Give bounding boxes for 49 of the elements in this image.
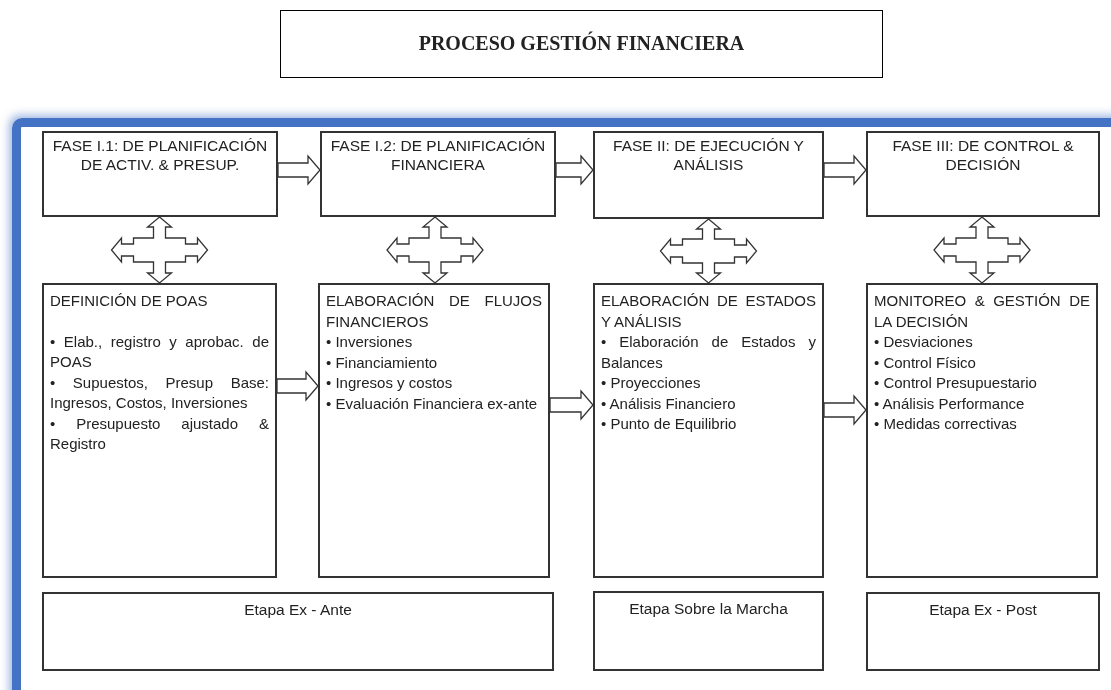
block-arrow <box>549 389 594 421</box>
four-way-arrow <box>933 216 1031 284</box>
stage-box <box>593 591 824 671</box>
bullet-item: • Financiamiento <box>326 352 439 373</box>
phase-box <box>320 131 556 217</box>
box-heading: MONITOREO & GESTIÓN DE LA DECISIÓN <box>874 291 1090 332</box>
process-box <box>593 283 824 578</box>
block-arrow <box>555 154 594 186</box>
block-arrow <box>823 154 867 186</box>
process-box <box>866 283 1098 578</box>
bullet-item: • Análisis Performance <box>874 393 1026 414</box>
bullet-item: • Elaboración de Estados y Balances <box>601 332 816 373</box>
four-way-arrow <box>659 218 758 284</box>
phase-heading: FASE I.2: DE PLANIFICACIÓN FINANCIERA <box>329 136 547 174</box>
stage-label: Etapa Sobre la Marcha <box>628 599 789 618</box>
bullet-item: • Presupuesto ajustado & Registro <box>50 413 269 454</box>
block-arrow <box>276 370 319 402</box>
block-arrow <box>277 154 321 186</box>
phase-heading: FASE II: DE EJECUCIÓN Y ANÁLISIS <box>612 136 805 174</box>
title: PROCESO GESTIÓN FINANCIERA <box>280 10 883 78</box>
block-arrow <box>823 394 867 426</box>
phase-box <box>593 131 824 219</box>
bullet-item: • Punto de Equilibrio <box>601 414 738 434</box>
bullet-item: • Evaluación Financiera ex-ante <box>326 393 539 414</box>
bullet-item: • Medidas correctivas <box>874 414 1018 434</box>
phase-box <box>42 131 278 217</box>
bullet-item: • Ingresos y costos <box>326 373 454 393</box>
box-heading: DEFINICIÓN DE POAS <box>50 291 209 311</box>
bullet-item: • Elab., registro y aprobac. de POAS <box>50 331 269 372</box>
stage-label: Etapa Ex - Post <box>928 600 1038 619</box>
stage-box <box>866 592 1100 671</box>
stage-label: Etapa Ex - Ante <box>243 600 353 619</box>
bullet-item: • Proyecciones <box>601 373 702 393</box>
bullet-item: • Control Presupuestario <box>874 373 1038 393</box>
stage-box <box>42 592 554 671</box>
phase-box <box>866 131 1100 217</box>
box-heading: ELABORACIÓN DE FLUJOS FINANCIEROS <box>326 291 542 332</box>
box-heading: ELABORACIÓN DE ESTADOS Y ANÁLISIS <box>601 291 816 332</box>
bullet-item: • Inversiones <box>326 332 414 352</box>
process-box <box>318 283 550 578</box>
process-box <box>42 283 277 578</box>
bullet-item: • Desviaciones <box>874 332 974 352</box>
four-way-arrow <box>386 216 484 284</box>
four-way-arrow <box>110 216 209 284</box>
phase-heading: FASE III: DE CONTROL & DECISIÓN <box>891 136 1075 174</box>
bullet-item: • Supuestos, Presup Base: Ingresos, Costos, Inversiones <box>50 372 269 413</box>
bullet-item: • Control Físico <box>874 352 977 373</box>
phase-heading: FASE I.1: DE PLANIFICACIÓN DE ACTIV. & PRESUP. <box>51 136 269 174</box>
bullet-item: • Análisis Financiero <box>601 393 737 414</box>
